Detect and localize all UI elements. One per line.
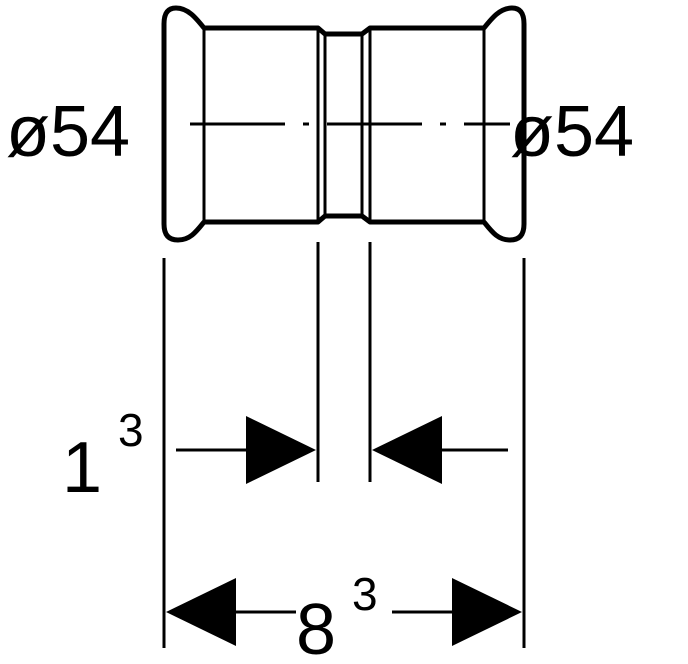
inner-dimension-value: 1 [62, 428, 102, 508]
overall-dimension-value: 8 [296, 590, 336, 664]
inner-dimension-exponent: 3 [118, 404, 144, 456]
right-diameter-label: ø54 [510, 92, 634, 172]
overall-dimension [166, 578, 522, 646]
overall-dimension-exponent: 3 [352, 568, 378, 620]
inner-arrowhead-right [372, 416, 442, 484]
left-diameter-label: ø54 [6, 92, 130, 172]
overall-arrowhead-right [452, 578, 522, 646]
extension-lines [162, 242, 526, 648]
inner-dimension [176, 416, 508, 484]
inner-arrowhead-left [246, 416, 316, 484]
overall-arrowhead-left [166, 578, 236, 646]
